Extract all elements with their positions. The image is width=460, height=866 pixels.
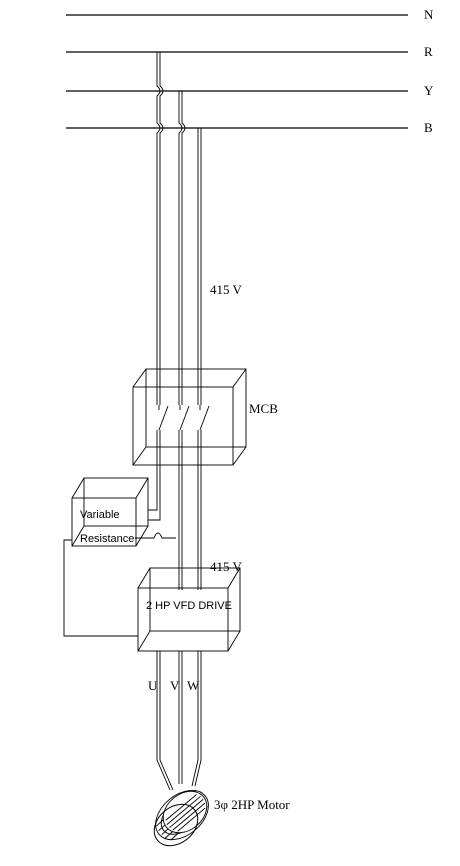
phase-w-label: W	[187, 678, 200, 693]
y-phase-wire-a	[178, 91, 183, 405]
resistance-label-line1: Variable	[80, 509, 120, 521]
resistance-label-line2: Resistance	[80, 533, 134, 545]
y-phase-wire-b	[181, 91, 186, 405]
drive-edge	[137, 630, 151, 652]
mcb-box: MCB	[132, 368, 278, 466]
mcb-to-drive-conductors	[135, 430, 202, 590]
wire-r-to-resistance-2	[148, 430, 161, 521]
drive-edge	[227, 567, 241, 589]
drive-edge	[227, 630, 241, 652]
bus-b-label: B	[424, 120, 433, 135]
mcb-front-face	[132, 386, 234, 466]
supply-voltage-label: 415 V	[210, 282, 243, 297]
mcb-blade-b	[199, 405, 210, 431]
r-phase-wire-b	[159, 52, 164, 405]
motor-label: 3φ 2HP Motor	[214, 797, 290, 812]
motor-conductors: U V W	[148, 651, 202, 791]
motor-icon: 3φ 2HP Motor	[153, 789, 290, 847]
bus-n-label: N	[424, 7, 434, 22]
supply-conductors	[156, 52, 202, 405]
mcb-blade-r	[158, 405, 169, 431]
drive-label: 2 HP VFD DRIVE	[146, 600, 232, 612]
r-phase-wire-a	[156, 52, 161, 405]
wire-w-b	[194, 651, 202, 787]
resistance-edge	[135, 477, 149, 499]
wire-r-to-resistance	[148, 430, 158, 511]
mcb-edge	[132, 446, 147, 466]
mcb-back-face	[145, 368, 247, 448]
wire-w-a	[191, 651, 199, 787]
resistance-edge	[135, 525, 149, 547]
bus-y-label: Y	[424, 83, 434, 98]
drive-edge	[137, 567, 151, 589]
drive-front-face	[137, 587, 229, 652]
bus-r-label: R	[424, 44, 433, 59]
bus-bars: N R Y B	[66, 7, 434, 135]
drive-voltage-label: 415 V	[210, 559, 243, 574]
phase-u-label: U	[148, 678, 158, 693]
mcb-blade-y	[179, 405, 190, 431]
resistance-to-drive-wire	[63, 539, 138, 637]
wire-resistance-crossing	[135, 532, 176, 539]
wire-u-a	[156, 651, 171, 791]
wire-u-b	[159, 651, 174, 791]
resistance-edge	[71, 477, 85, 499]
drive-back-face	[149, 567, 241, 632]
mcb-label: MCB	[249, 401, 278, 416]
resistance-back-face	[83, 477, 149, 527]
resistance-edge	[71, 525, 85, 547]
resistance-front-face	[71, 497, 137, 547]
mcb-edge	[132, 368, 147, 388]
vfd-drive-box: 2 HP VFD DRIVE	[137, 567, 241, 652]
phase-v-label: V	[170, 678, 180, 693]
variable-resistance-box: Variable Resistance	[71, 477, 149, 547]
mcb-edge	[232, 368, 247, 388]
mcb-edge	[232, 446, 247, 466]
